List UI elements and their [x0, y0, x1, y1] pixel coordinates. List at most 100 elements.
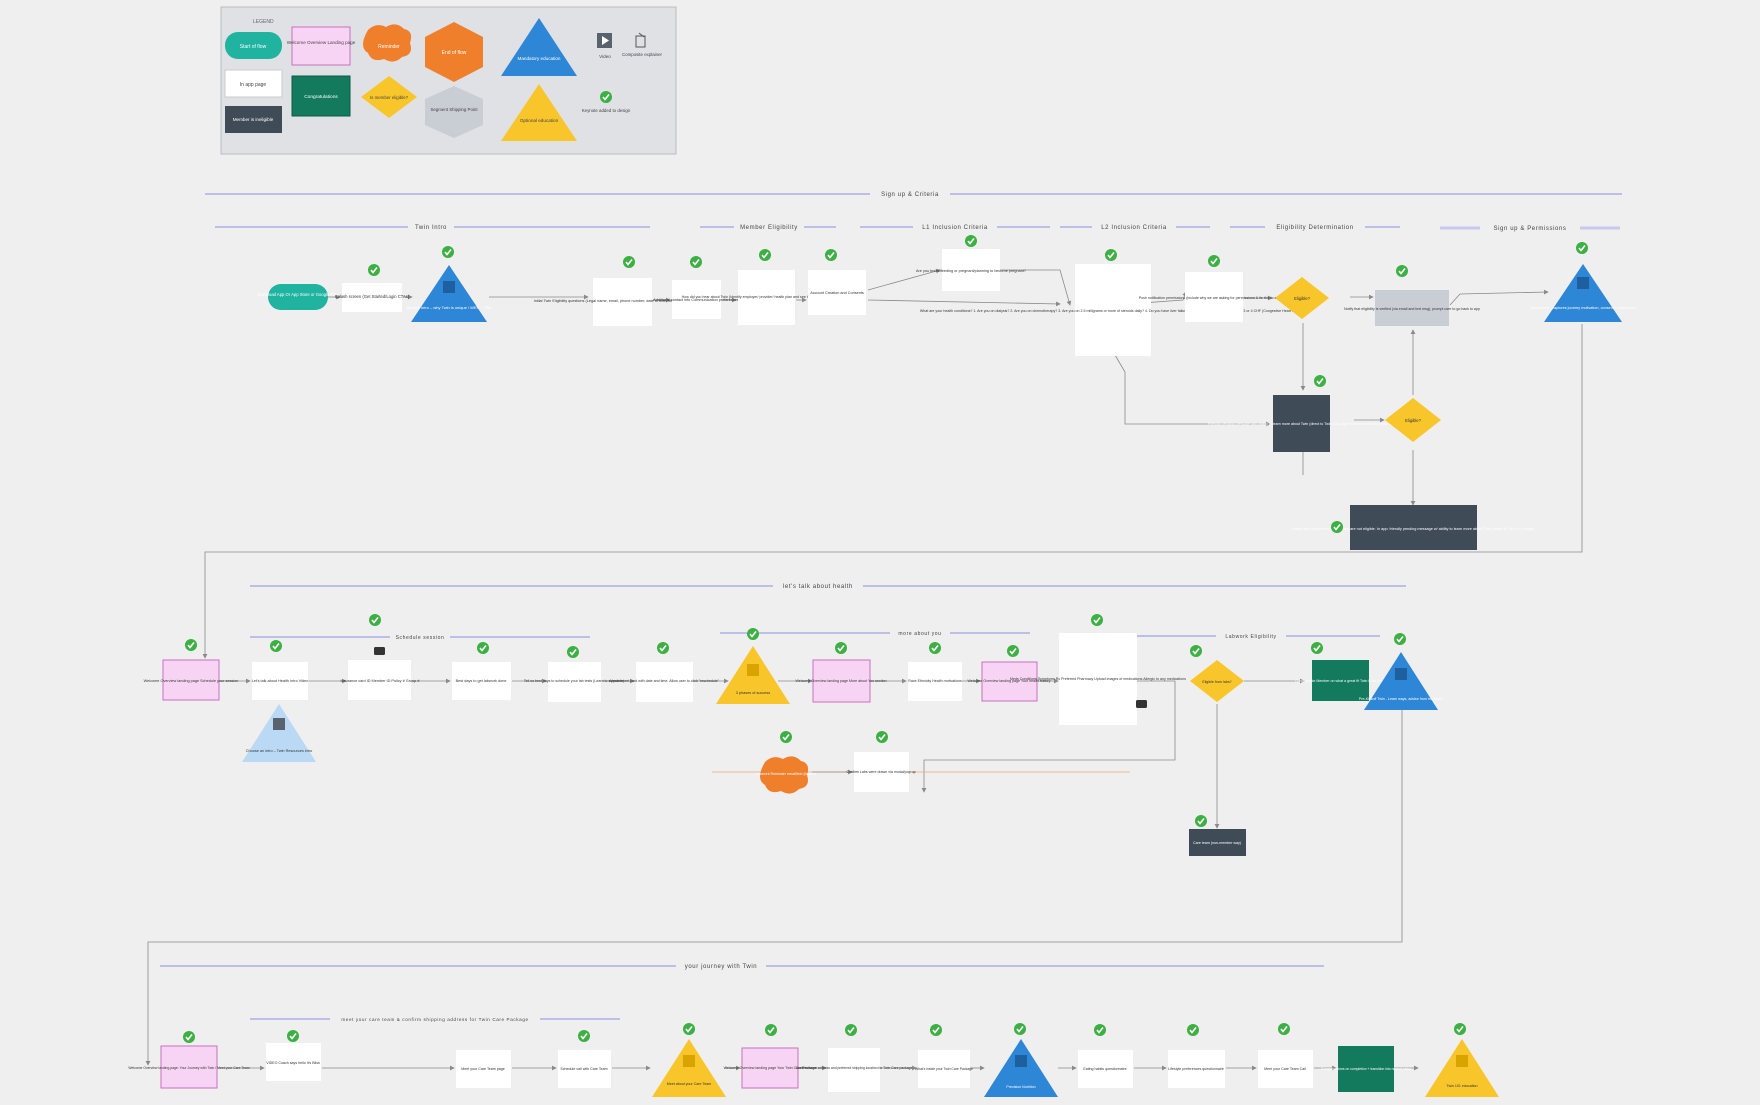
check-icon	[964, 234, 978, 248]
section-signup-criteria: Sign up & Criteria	[881, 192, 939, 198]
node-reminder-labs	[760, 756, 809, 794]
node-schedule-call	[558, 1050, 611, 1088]
legend-congrats-shape	[291, 75, 351, 117]
node-care-team-label: Care team (non-member way)	[1193, 841, 1241, 845]
check-icon	[764, 1023, 778, 1037]
legend-optional-shape	[501, 84, 577, 141]
check-icon	[758, 248, 772, 262]
check-icon	[689, 255, 703, 269]
composite-explainer-icon	[1015, 1055, 1027, 1067]
node-eligibility-questions	[593, 278, 652, 326]
node-eligibility-questions-label: Initial Twin Eligibility questions (Lega…	[534, 299, 711, 303]
legend-welcome-shape	[291, 26, 351, 66]
node-best-days-label: Best days to get labwork done	[456, 679, 507, 683]
node-splash-label: Splash screen (Get Started/Login CTAs)	[335, 294, 410, 299]
check-icon	[1395, 264, 1409, 278]
node-welcome-history	[981, 661, 1038, 702]
check-icon	[824, 248, 838, 262]
node-congrats-member	[1312, 660, 1369, 701]
node-meet-page-label: Meet your Care Team page	[461, 1067, 504, 1071]
check-icon	[269, 639, 283, 653]
check-icon	[182, 1030, 196, 1044]
check-icon	[1575, 241, 1589, 255]
check-icon	[1277, 1022, 1291, 1036]
node-eligible-labs	[1190, 660, 1244, 702]
node-appointment-label: Appointment card with date and time. All…	[609, 679, 720, 683]
check-icon	[599, 90, 613, 104]
node-eating-habits	[1078, 1050, 1133, 1088]
node-download-app-label: Download App Or App Store or Google Play	[257, 292, 339, 297]
composite-explainer-icon	[443, 281, 455, 293]
row2-nodes: Welcome Overview landing page Schedule y…	[144, 613, 1443, 856]
node-splash	[342, 283, 402, 312]
legend-reminder-label: Reminder	[378, 44, 400, 50]
check-icon	[1330, 520, 1344, 534]
node-sponsored	[1544, 264, 1622, 322]
node-welcome-package-label: Welcome Overview landing page Your Twin …	[724, 1066, 817, 1070]
camera-icon	[374, 647, 385, 655]
node-congrats-member-label: Congratulate Member on what a great fit …	[1295, 679, 1385, 683]
node-confirm-labs	[854, 752, 909, 792]
node-pregnant-label: Are you breastfeeding or pregnant/planni…	[916, 269, 1026, 273]
check-icon	[184, 638, 198, 652]
legend-start-label: Start of flow	[240, 44, 267, 50]
node-schedule-call-label: Schedule call with Care Team	[560, 1067, 607, 1071]
node-twin-101-label: Twin 101 education	[1447, 1084, 1478, 1088]
composite-explainer-icon	[635, 35, 646, 48]
node-whats-inside	[918, 1050, 970, 1088]
node-eligible-labs-label: Eligible from labs?	[1202, 680, 1231, 684]
check-icon	[875, 730, 889, 744]
check-icon	[834, 641, 848, 655]
section-labwork: Labwork Eligibility	[1225, 634, 1276, 640]
node-health-conditions	[1075, 264, 1151, 356]
node-hear-about	[738, 270, 795, 325]
section-signup-permissions: Sign up & Permissions	[1494, 226, 1567, 232]
legend-inapp-label: In app page	[240, 82, 267, 88]
node-meet-call	[1258, 1050, 1313, 1088]
legend-ineligible-shape	[225, 106, 282, 133]
check-icon	[746, 627, 760, 641]
node-eligible-2	[1385, 398, 1441, 442]
legend-eligible-shape	[361, 76, 417, 118]
check-icon	[1186, 1023, 1200, 1037]
node-video-label: VIDEO Coach says hello It's Bliss	[266, 1061, 320, 1065]
legend-mandatory-label: Mandatory education	[518, 56, 561, 61]
legend-end-label: End of flow	[442, 50, 467, 56]
node-welcome-history-label: Welcome Overview landing page Your healt…	[967, 679, 1050, 683]
composite-explainer-icon	[1456, 1055, 1468, 1067]
node-pending-message-label: Friendly pending message with ability to…	[1208, 422, 1394, 426]
node-reminder-labs-label: Labwork Reminder email/text (before)	[756, 772, 816, 776]
check-icon	[1313, 374, 1327, 388]
node-insurance	[348, 660, 411, 700]
node-welcome-more-label: Welcome Overview landing page More about…	[795, 679, 886, 683]
node-welcome-package	[741, 1047, 799, 1089]
node-sponsored-label: Sponsored - captures journey motivation,…	[1530, 306, 1635, 310]
camera-icon	[1136, 700, 1147, 708]
legend-mandatory-shape	[501, 18, 577, 76]
node-meds	[1059, 633, 1137, 725]
legend-ineligible-label: Member is ineligible	[233, 117, 274, 122]
node-health-conditions-label: What are your health conditions? 1. Are …	[920, 309, 1306, 313]
node-health-intro-label: Let's talk about Health Intro Video	[252, 679, 309, 683]
check-icon	[1104, 248, 1118, 262]
video-icon	[1577, 277, 1589, 289]
node-what-is-twin	[411, 265, 487, 322]
node-phases-label: 3 phases of success	[736, 691, 771, 695]
check-icon	[779, 730, 793, 744]
check-icon	[656, 641, 670, 655]
check-icon	[1207, 254, 1221, 268]
check-icon	[682, 1022, 696, 1036]
section-meet-team: meet your care team & confirm shipping a…	[341, 1017, 528, 1022]
legend-reminder-shape	[363, 24, 412, 62]
composite-explainer-icon	[1395, 668, 1407, 680]
check-icon	[1013, 1022, 1027, 1036]
node-eligible-2-label: Eligible?	[1405, 418, 1422, 423]
legend-eligible-label: Is member eligible?	[370, 95, 409, 100]
node-account-creation-label: Account Creation and Consents	[810, 291, 864, 295]
node-push-permissions	[1185, 272, 1243, 322]
legend-inapp-shape	[224, 69, 283, 98]
node-insurance-label: Insurance card ID Member ID Policy # Gro…	[341, 679, 421, 683]
legend-composite-label: Composite explainer	[622, 52, 663, 57]
